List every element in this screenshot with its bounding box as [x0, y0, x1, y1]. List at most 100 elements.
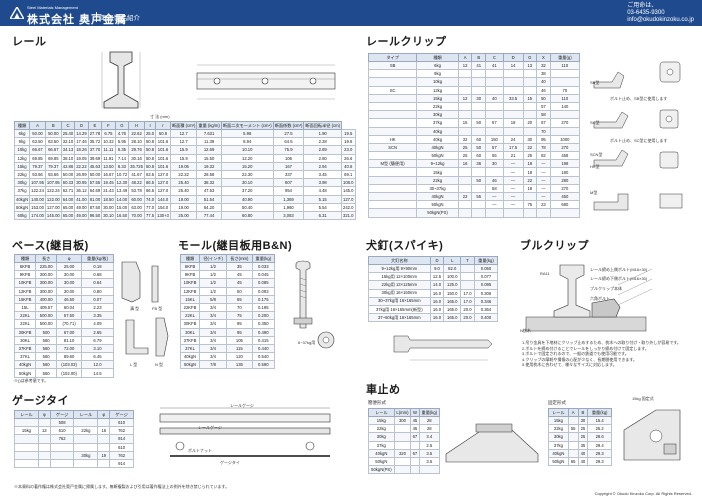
page-header: Steel Materials Management 株式会社 奥戸金属 取扱製…: [0, 0, 702, 26]
table-cell: [457, 175, 473, 185]
table-cell: 154.0: [155, 202, 171, 212]
table-cell: 37kg: [368, 440, 395, 450]
table-cell: [37, 450, 51, 460]
table-cell: 37~50kg用 16×165mm: [368, 313, 431, 323]
table-cell: 1/2: [199, 278, 228, 288]
table-cell: 610: [109, 442, 134, 452]
table-cell: [485, 110, 504, 120]
column-header: レール: [14, 410, 39, 419]
car-stop-left-figure: [445, 423, 539, 463]
table-cell: 127.00: [44, 202, 62, 212]
table-cell: 66.5: [143, 178, 157, 188]
table-cell: 32: [457, 134, 473, 144]
table-cell: 18.50: [101, 194, 116, 204]
table-cell: 58: [485, 183, 504, 194]
table-cell: 680: [549, 200, 581, 210]
table-cell: 122.24: [29, 186, 46, 196]
table-cell: 22kg: [368, 424, 395, 434]
table-cell: 28.6: [587, 432, 612, 442]
contact-phone[interactable]: 03-6435-9300: [627, 10, 665, 16]
table-cell: 96.50: [87, 210, 103, 221]
table-cell: 6.35: [114, 145, 130, 155]
table-cell: [14, 450, 39, 460]
column-header: A: [457, 53, 473, 62]
table-cell: 3/4: [199, 319, 228, 329]
table-cell: 63.00: [128, 202, 145, 212]
pull-clip-figure: [525, 264, 653, 332]
table-cell: 30kg: [416, 110, 459, 120]
table-cell: 57.55: [87, 178, 103, 188]
table-cell: 145.0: [340, 186, 356, 196]
table-cell: 15.00: [114, 202, 130, 212]
column-header: C: [485, 53, 504, 62]
column-header: r: [155, 121, 171, 130]
table-cell: [502, 77, 524, 87]
table-cell: 37KFB: [13, 343, 37, 354]
table-cell: 11.11: [101, 145, 116, 155]
table-cell: 17.5: [502, 142, 524, 153]
table-cell: [460, 272, 475, 282]
table-cell: 108.0: [340, 178, 356, 188]
table-cell: 11.91: [101, 153, 116, 163]
table-cell: 165.0: [443, 313, 462, 323]
table-cell: 9.0: [429, 263, 445, 274]
column-header: B: [577, 408, 589, 417]
table-cell: 40kgN: [13, 360, 37, 370]
rail-clip-figures: [593, 61, 683, 211]
table-cell: 110: [549, 93, 581, 103]
table-cell: 28.10: [128, 137, 145, 147]
table-cell: 67: [410, 448, 420, 458]
spike-title: 犬釘(スパイキ): [366, 240, 444, 252]
contact-email[interactable]: info@okudokinzoku.co.jp: [627, 17, 694, 23]
table-cell: 19.00: [169, 202, 198, 212]
table-cell: 0.540: [251, 352, 276, 362]
table-cell: 27.78: [87, 128, 103, 139]
table-cell: 3.4: [418, 432, 441, 442]
table-cell: [457, 200, 473, 210]
spike-figure: [393, 335, 493, 361]
table-cell: 50: [471, 142, 487, 153]
table-cell: 30kg: [368, 432, 395, 442]
table-cell: 610: [109, 417, 134, 428]
table-cell: [457, 126, 473, 136]
table-cell: [97, 434, 111, 444]
table-cell: 65: [226, 294, 253, 304]
column-header: 断面回転半径 (cm): [303, 121, 343, 130]
car-stop-right-figure: [623, 409, 681, 461]
column-header: A: [567, 408, 579, 417]
table-cell: 40kgN: [548, 448, 569, 458]
table-cell: 22kg: [548, 424, 569, 434]
pull-fig-ra: RA11: [540, 271, 550, 276]
table-cell: 500.00: [35, 311, 58, 321]
table-cell: 22KFB: [179, 302, 201, 313]
table-cell: [522, 85, 538, 95]
table-cell: 64.20: [196, 202, 222, 212]
table-cell: (70.71): [56, 319, 83, 329]
table-cell: 2.94: [303, 161, 343, 171]
table-cell: 95: [536, 134, 551, 144]
table-cell: 77.44: [196, 210, 222, 221]
table-cell: 38.10: [60, 153, 76, 163]
table-cell: 409.57: [35, 302, 58, 313]
table-cell: 100.0: [443, 272, 462, 282]
table-cell: 914: [109, 434, 134, 444]
table-cell: 16.67: [101, 169, 116, 180]
table-cell: 7/8: [199, 360, 228, 370]
